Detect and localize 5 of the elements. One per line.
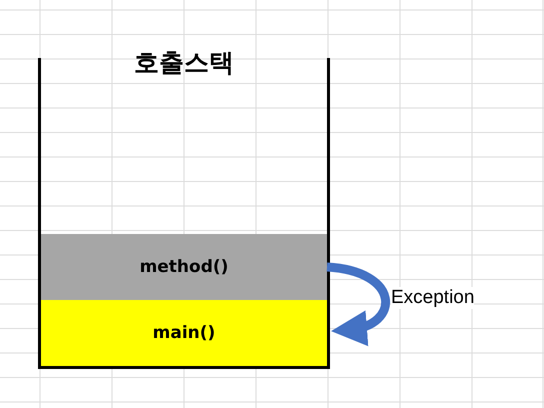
edge-label: Exception — [391, 287, 474, 309]
stack-frame: method() — [41, 234, 327, 300]
stack-title: 호출스택 — [133, 47, 235, 79]
stack-frame: main() — [41, 300, 327, 366]
curved-arrow — [326, 262, 390, 344]
